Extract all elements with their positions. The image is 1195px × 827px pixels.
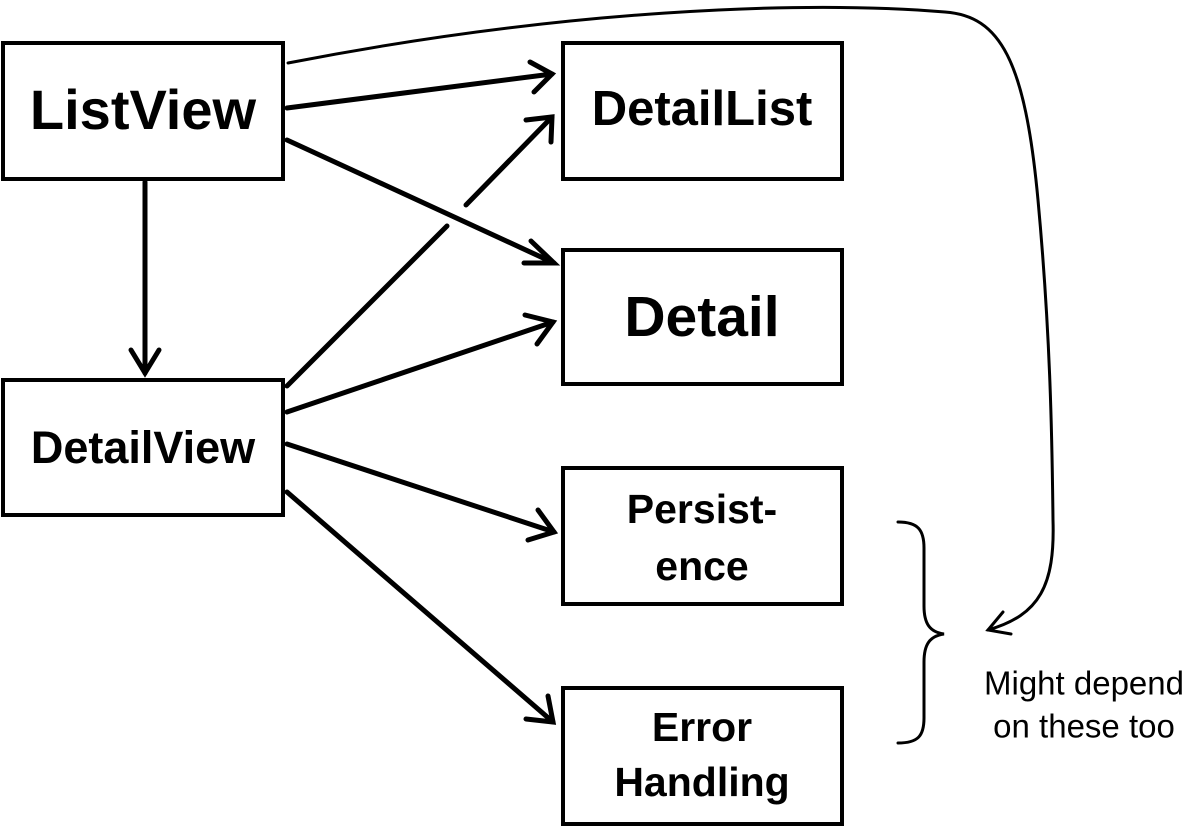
- node-error-handling: Error Handling: [561, 686, 844, 826]
- arrowhead-listview-to-detail: [521, 238, 561, 266]
- node-detaillist: DetailList: [561, 41, 844, 181]
- arrowhead-detailview-to-error-handling: [523, 693, 557, 725]
- arrowhead-detailview-to-detail: [522, 312, 558, 347]
- node-detail-box: [561, 248, 844, 386]
- edge-listview-to-detail: [284, 137, 557, 266]
- node-error-handling-box: [561, 686, 844, 826]
- edge-detailview-to-detaillist-upper: [463, 114, 555, 208]
- node-detaillist-box: [561, 41, 844, 181]
- node-persistence-label-line1: Persist-: [627, 486, 777, 532]
- node-persistence-box: [561, 466, 844, 606]
- node-detailview-box: [1, 378, 285, 517]
- node-error-handling-label-line1: Error: [652, 704, 752, 750]
- edge-detailview-to-detail: [284, 319, 556, 415]
- note: Might depend on these too: [984, 665, 1184, 745]
- node-listview-box: [1, 41, 285, 181]
- node-detailview: DetailView: [1, 378, 285, 517]
- node-error-handling-label-line2: Handling: [614, 759, 789, 805]
- node-persistence: Persist- ence: [561, 466, 844, 606]
- edge-listview-to-note-curve: [286, 5, 1055, 632]
- node-detail: Detail: [561, 248, 844, 386]
- note-line2: on these too: [993, 708, 1175, 745]
- node-detaillist-label: DetailList: [592, 82, 813, 136]
- arrowhead-note-curve: [985, 610, 1013, 636]
- arrowhead-listview-to-detailview: [128, 347, 162, 378]
- node-persistence-label-line2: ence: [655, 543, 748, 589]
- edge-listview-to-detaillist: [284, 71, 555, 111]
- edge-detailview-to-detaillist-lower: [284, 223, 450, 389]
- edges: [128, 5, 1055, 745]
- node-listview-label: ListView: [30, 78, 257, 141]
- arrowhead-detailview-to-detaillist: [523, 114, 555, 145]
- arrowhead-detailview-to-persistence: [525, 507, 559, 543]
- edge-detailview-to-persistence: [284, 441, 557, 535]
- note-line1: Might depend: [984, 665, 1184, 702]
- edge-detailview-to-error-handling: [284, 489, 556, 725]
- node-detail-label: Detail: [624, 285, 779, 349]
- node-listview: ListView: [1, 41, 285, 181]
- arrowhead-listview-to-detaillist: [527, 59, 557, 95]
- curly-brace: [896, 520, 945, 745]
- node-detailview-label: DetailView: [31, 422, 256, 473]
